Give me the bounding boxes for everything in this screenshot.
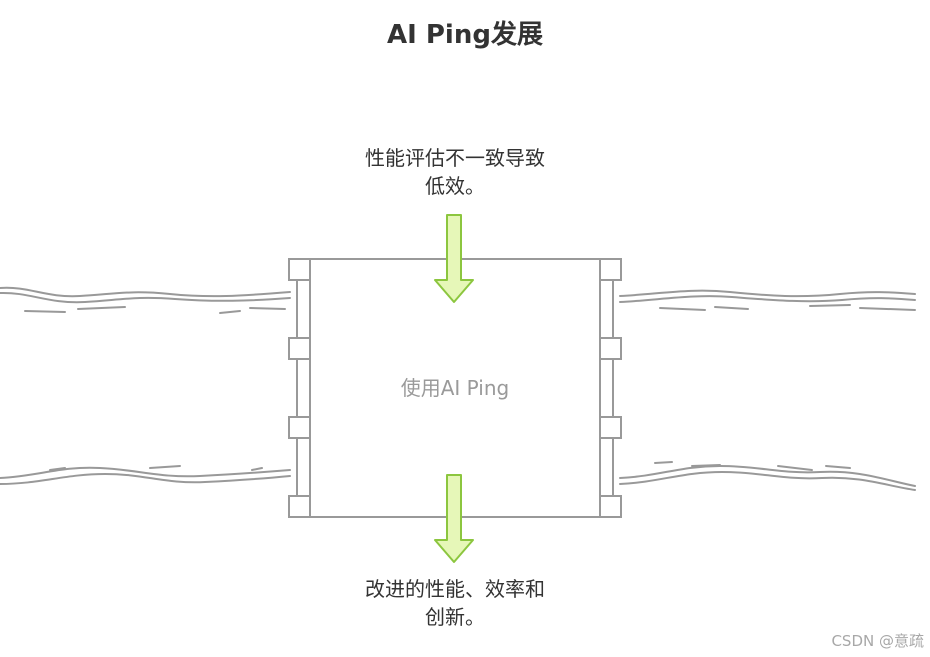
diagram-title: AI Ping发展: [387, 20, 543, 50]
left-river: [0, 286, 291, 485]
input-label-line2: 低效。: [425, 174, 485, 198]
output-arrow: [434, 474, 474, 563]
watermark: CSDN @意疏: [831, 632, 924, 650]
output-label: 改进的性能、效率和 创新。: [330, 575, 580, 631]
output-label-line2: 创新。: [425, 605, 485, 629]
output-label-line1: 改进的性能、效率和: [365, 577, 545, 601]
right-river: [619, 289, 916, 491]
input-label: 性能评估不一致导致 低效。: [330, 144, 580, 200]
process-label: 使用AI Ping: [400, 376, 510, 400]
input-arrow: [434, 214, 474, 303]
input-label-line1: 性能评估不一致导致: [365, 146, 545, 170]
